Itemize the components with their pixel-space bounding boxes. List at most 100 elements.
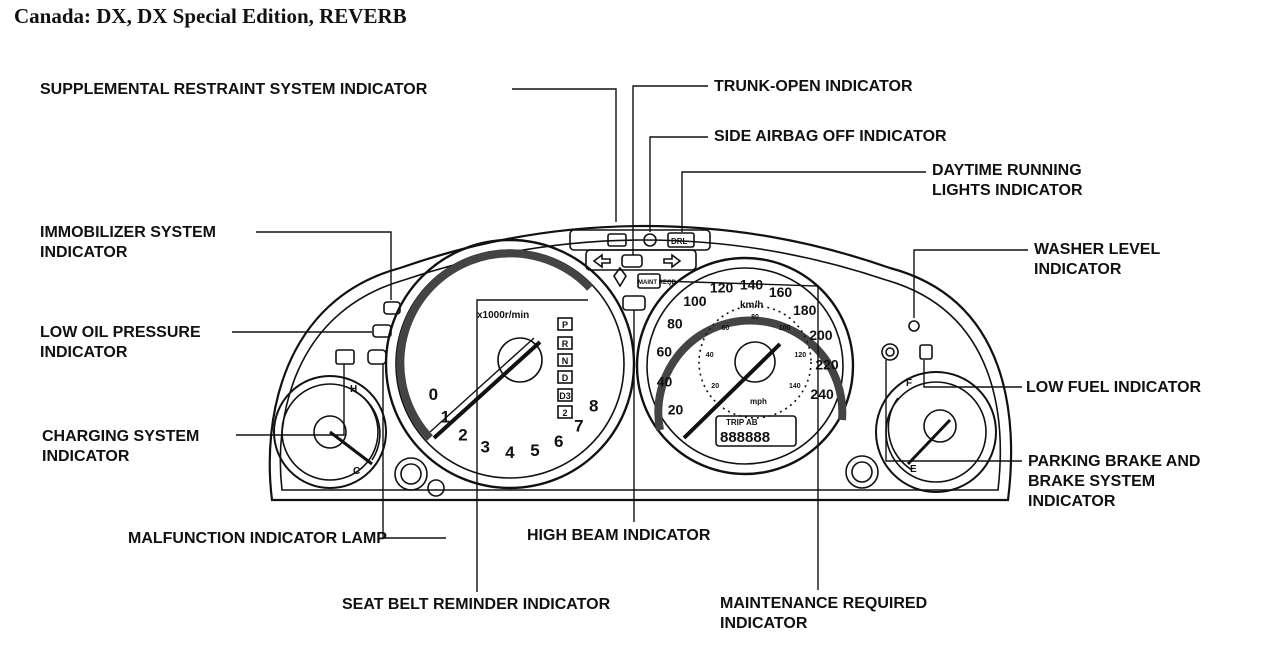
dimmer-knob-right xyxy=(845,455,879,489)
leader-maintenance xyxy=(659,280,819,590)
mil-icon xyxy=(367,349,387,365)
speed-kmh-tick-160: 160 xyxy=(769,284,793,300)
speedometer-scale xyxy=(654,316,847,431)
speedometer xyxy=(635,256,855,476)
speed-mph-tick-80: 80 xyxy=(751,314,759,321)
immobilizer-icon xyxy=(383,301,401,315)
speed-mph-tick-120: 120 xyxy=(794,352,806,359)
low-oil-icon xyxy=(372,324,392,338)
temp-gauge-bezel xyxy=(281,383,379,481)
speed-kmh-tick-80: 80 xyxy=(667,315,683,331)
temp-gauge-hub xyxy=(313,415,347,449)
leader-washer-level xyxy=(913,249,1028,318)
tachometer-hub xyxy=(497,337,543,383)
tach-tick-6: 6 xyxy=(554,432,563,451)
tach-tick-2: 2 xyxy=(458,425,467,444)
speed-mph-tick-100: 100 xyxy=(779,325,791,332)
leader-seat-belt xyxy=(476,299,588,592)
gear-box-n xyxy=(557,353,573,367)
speed-kmh-tick-60: 60 xyxy=(657,344,673,360)
leader-trunk-open xyxy=(632,85,708,255)
speedometer-needle xyxy=(682,342,782,440)
label-low-fuel-indicator: LOW FUEL INDICATOR xyxy=(1026,379,1202,396)
speed-kmh-tick-180: 180 xyxy=(793,302,817,318)
speedometer-mph-ring xyxy=(698,305,812,419)
fuel-gauge-bezel xyxy=(885,381,987,483)
label-drl-indicator: DAYTIME RUNNING LIGHTS INDICATOR xyxy=(932,162,1083,199)
fuel-gauge-needle xyxy=(906,418,952,466)
label-charging-system-indicator: CHARGING SYSTEM INDICATOR xyxy=(42,428,200,465)
gear-n: N xyxy=(562,356,569,366)
tachometer-needle-highlight xyxy=(429,337,535,433)
fuel-gauge-scale xyxy=(887,397,913,471)
label-maintenance-required-indicator: MAINTENANCE REQUIRED INDICATOR xyxy=(720,595,928,632)
side-airbag-off-icon xyxy=(643,233,657,247)
speed-mph-tick-60: 60 xyxy=(722,325,730,332)
leader-parking-brake xyxy=(885,360,1022,462)
speed-kmh-tick-200: 200 xyxy=(809,327,833,343)
fuel-empty-label: E xyxy=(910,464,917,475)
gear-box-2 xyxy=(557,405,573,419)
label-parking-brake-indicator: PARKING BRAKE AND BRAKE SYSTEM INDICATOR xyxy=(1028,453,1201,510)
tach-tick-5: 5 xyxy=(530,441,539,460)
fuel-gauge-hub xyxy=(923,409,957,443)
tach-unit-label: x1000r/min xyxy=(477,310,529,321)
speedometer-hub xyxy=(734,341,776,383)
label-malfunction-indicator-lamp: MALFUNCTION INDICATOR LAMP xyxy=(128,530,387,547)
label-washer-level-indicator: WASHER LEVEL INDICATOR xyxy=(1034,241,1161,278)
label-low-oil-pressure-indicator: LOW OIL PRESSURE INDICATOR xyxy=(40,324,201,361)
drl-icon xyxy=(667,232,695,248)
tach-tick-7: 7 xyxy=(574,417,583,436)
tach-tick-3: 3 xyxy=(480,437,489,456)
tach-tick-1: 1 xyxy=(441,407,450,426)
leader-mil xyxy=(382,364,446,539)
leader-side-airbag-off xyxy=(649,136,708,232)
gear-box-r xyxy=(557,336,573,350)
speed-mph-tick-140: 140 xyxy=(789,383,801,390)
gear-r: R xyxy=(562,339,569,349)
label-side-airbag-off-indicator: SIDE AIRBAG OFF INDICATOR xyxy=(714,128,947,145)
speed-kmh-tick-120: 120 xyxy=(710,279,734,295)
parking-brake-icon xyxy=(881,343,899,361)
gear-d3: D3 xyxy=(559,391,571,401)
speed-kmh-tick-220: 220 xyxy=(815,356,839,372)
gear-box-d xyxy=(557,370,573,384)
gear-p: P xyxy=(562,320,568,330)
drl-icon-text: DRL xyxy=(671,237,688,246)
tach-tick-4: 4 xyxy=(505,443,515,462)
speed-kmh-tick-240: 240 xyxy=(810,386,834,402)
charging-icon xyxy=(335,349,355,365)
tachometer-scale xyxy=(396,249,593,441)
speed-kmh-tick-40: 40 xyxy=(657,374,673,390)
odometer-digits: 888888 xyxy=(720,429,770,446)
srs-icon xyxy=(607,233,627,247)
dimmer-knob-right-inner xyxy=(851,461,873,483)
left-turn-icon xyxy=(592,253,611,269)
tachometer-needle xyxy=(432,340,542,440)
low-fuel-icon xyxy=(919,344,933,360)
high-beam-icon xyxy=(622,295,646,311)
gear-2: 2 xyxy=(562,408,567,418)
speed-kmh-unit-label: km/h xyxy=(740,300,763,311)
tach-tick-8: 8 xyxy=(589,396,598,415)
temp-gauge-needle xyxy=(329,430,373,466)
label-high-beam-indicator: HIGH BEAM INDICATOR xyxy=(527,527,711,544)
odometer-label: TRIP AB xyxy=(726,418,758,427)
gear-box-d3 xyxy=(557,388,573,402)
trunk-open-icon xyxy=(621,254,643,268)
maintenance-icon-text: MAINT REQD xyxy=(638,280,677,286)
gear-box-p xyxy=(557,317,573,331)
temp-hot-label: H xyxy=(350,384,357,395)
washer-level-icon xyxy=(908,320,920,332)
parking-brake-icon-inner xyxy=(885,347,895,357)
label-srs-indicator: SUPPLEMENTAL RESTRAINT SYSTEM INDICATOR xyxy=(40,81,428,98)
trip-knob-left xyxy=(394,457,428,491)
speed-mph-unit-label: mph xyxy=(750,397,767,406)
label-trunk-open-indicator: TRUNK-OPEN INDICATOR xyxy=(714,78,913,95)
cluster-housing-inner xyxy=(279,239,1002,491)
